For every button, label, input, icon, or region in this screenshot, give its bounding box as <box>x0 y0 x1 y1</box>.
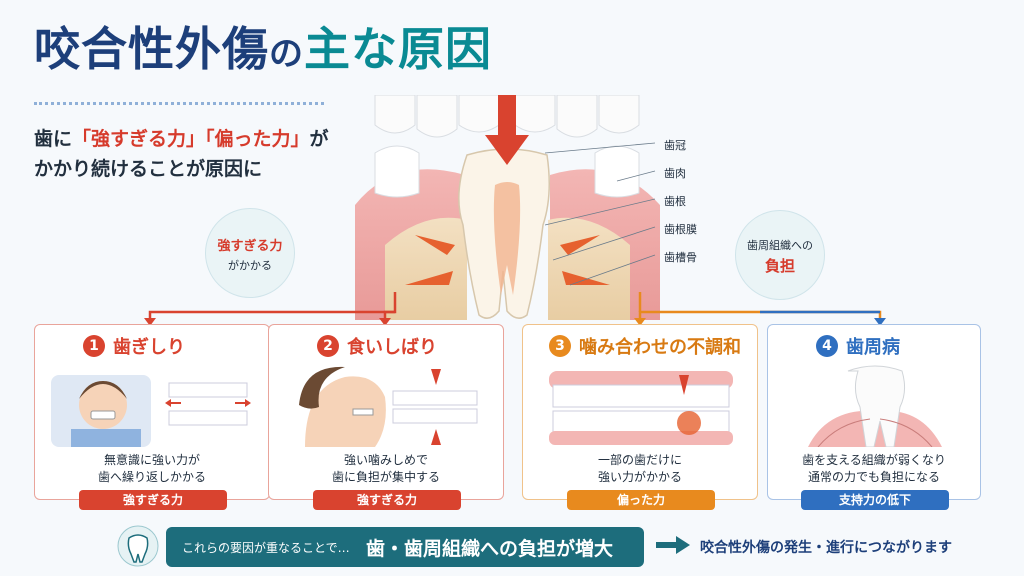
left-bubble-normal: がかかる <box>228 259 272 272</box>
clenching-illustration <box>299 366 478 447</box>
title-part-2: の <box>269 34 304 74</box>
subtitle: 歯に「強すぎる力」「偏った力」が かかり続けることが原因に <box>34 124 329 184</box>
title-part-1: 咬合性外傷 <box>34 22 269 76</box>
subtitle-line-2: かかり続けることが原因に <box>34 158 263 180</box>
card-number: 2 <box>317 335 339 357</box>
card-desc-1: 一部の歯だけに <box>597 453 682 467</box>
card-title: 歯ぎしり <box>113 337 185 358</box>
card-desc-2: 歯へ繰り返しかかる <box>97 470 206 484</box>
card-tag: 強すぎる力 <box>313 490 461 510</box>
right-bubble-strong: 負担 <box>764 257 795 275</box>
card-tag: 偏った力 <box>567 490 715 510</box>
footer-result-text: 咬合性外傷の発生・進行につながります <box>700 540 952 556</box>
cause-card-clenching: 2 食いしばり 強い噛みしめで歯に負担が集中する 強すぎる力 <box>268 324 504 510</box>
tooth-icon <box>117 525 159 567</box>
subtitle-post: が <box>309 128 329 150</box>
connector-arrows <box>144 292 886 326</box>
subtitle-pre: 歯に <box>34 128 73 150</box>
label-root: 歯根 <box>664 195 686 208</box>
subtitle-red-2: 「偏った力」 <box>205 128 310 150</box>
arrow-right-icon <box>656 536 690 554</box>
subtitle-red-1: 「強すぎる力」 <box>72 128 206 150</box>
sleeping-grinding-illustration <box>51 375 251 447</box>
card-tag: 支持力の低下 <box>801 490 949 510</box>
card-number: 4 <box>816 335 838 357</box>
title-divider <box>34 102 324 105</box>
card-desc-2: 強い力がかかる <box>597 470 682 484</box>
page-title: 咬合性外傷の主な原因 <box>34 26 492 72</box>
right-bubble-normal: 歯周組織への <box>747 239 813 252</box>
tooth-cross-section-illustration <box>355 95 660 320</box>
cause-card-bruxism: 1 歯ぎしり 無意識に強い力が歯へ繰り返しかかる 強すぎる力 <box>34 324 270 510</box>
card-title: 歯周病 <box>846 337 900 358</box>
right-bubble: 歯周組織への 負担 <box>735 210 825 300</box>
cause-card-periodontal-disease: 4 歯周病 歯を支える組織が弱くなり通常の力でも負担になる 支持力の低下 <box>767 324 981 510</box>
footer-summary-bar: これらの要因が重なることで… 歯・歯周組織への負担が増大 <box>166 527 644 567</box>
title-part-3: 主な原因 <box>304 22 492 76</box>
card-tag: 強すぎる力 <box>79 490 227 510</box>
card-desc-1: 無意識に強い力が <box>103 453 200 467</box>
card-desc-2: 歯に負担が集中する <box>331 470 440 484</box>
periodontal-tooth-illustration <box>808 365 942 447</box>
uneven-bite-illustration <box>549 371 733 445</box>
card-title: 食いしばり <box>347 337 437 358</box>
cause-card-malocclusion: 3 噛み合わせの不調和 一部の歯だけに強い力がかかる 偏った力 <box>522 324 758 510</box>
label-gum: 歯肉 <box>664 167 686 180</box>
card-number: 1 <box>83 335 105 357</box>
left-bubble-strong: 強すぎる力 <box>217 239 283 254</box>
card-number: 3 <box>549 335 571 357</box>
card-desc-2: 通常の力でも負担になる <box>807 470 940 484</box>
footer-big-text: 歯・歯周組織への負担が増大 <box>366 538 614 560</box>
left-bubble: 強すぎる力 がかかる <box>205 208 295 298</box>
label-periodontal-ligament: 歯根膜 <box>664 223 697 236</box>
footer-small-text: これらの要因が重なることで… <box>182 541 350 555</box>
label-alveolar-bone: 歯槽骨 <box>664 251 697 264</box>
label-crown: 歯冠 <box>664 139 686 152</box>
card-desc-1: 強い噛みしめで <box>343 453 428 467</box>
card-desc-1: 歯を支える組織が弱くなり <box>802 453 946 467</box>
card-title: 噛み合わせの不調和 <box>579 337 741 358</box>
